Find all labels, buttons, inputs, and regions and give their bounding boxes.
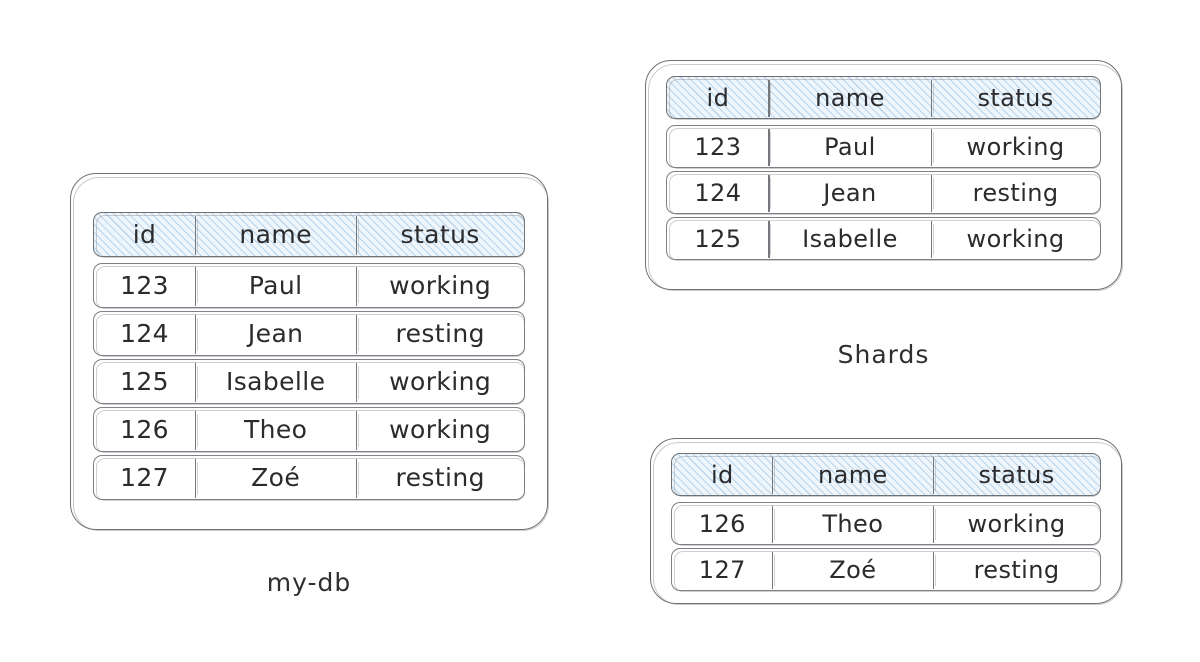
- cell-name: Paul: [194, 264, 356, 307]
- shard-2-table: id name status 126 Theo working 127 Zoé …: [651, 439, 1121, 592]
- cell-name: Isabelle: [768, 218, 931, 259]
- cell-status: working: [932, 503, 1100, 544]
- cell-name: Jean: [194, 312, 356, 355]
- table-row: 126 Theo working: [671, 502, 1101, 546]
- table-row: 127 Zoé resting: [671, 548, 1101, 592]
- cell-id: 126: [698, 509, 746, 538]
- column-header-status: status: [932, 454, 1100, 495]
- cell-name: Zoé: [772, 549, 934, 590]
- main-database-caption: my-db: [266, 568, 352, 597]
- cell-id: 124: [120, 319, 169, 348]
- table-row: 124 Jean resting: [93, 311, 525, 357]
- column-header-status: status: [355, 213, 524, 256]
- column-header-name: name: [194, 213, 356, 256]
- cell-name: Theo: [194, 408, 356, 451]
- table-header-row: id name status: [93, 212, 525, 258]
- cell-status: working: [930, 126, 1100, 167]
- cell-id: 127: [120, 463, 169, 492]
- column-header-name: name: [772, 454, 934, 495]
- cell-status: working: [930, 218, 1100, 259]
- cell-id: 125: [120, 367, 169, 396]
- cell-status: resting: [932, 549, 1100, 590]
- table-row: 123 Paul working: [93, 263, 525, 309]
- cell-name: Theo: [772, 503, 934, 544]
- table-row: 126 Theo working: [93, 407, 525, 453]
- column-header-status: status: [930, 77, 1100, 118]
- cell-status: working: [355, 360, 524, 403]
- cell-id: 125: [694, 224, 742, 253]
- cell-status: working: [355, 408, 524, 451]
- cell-id: 123: [120, 271, 169, 300]
- cell-name: Isabelle: [194, 360, 356, 403]
- cell-status: working: [355, 264, 524, 307]
- shard-1-container: id name status 123 Paul working 124 Jean…: [645, 60, 1123, 291]
- table-row: 123 Paul working: [666, 125, 1101, 169]
- shards-caption: Shards: [837, 340, 930, 369]
- table-row: 125 Isabelle working: [666, 217, 1101, 261]
- column-header-name: name: [768, 77, 931, 118]
- cell-status: resting: [930, 172, 1100, 213]
- cell-status: resting: [355, 312, 524, 355]
- table-row: 124 Jean resting: [666, 171, 1101, 215]
- table-header-row: id name status: [671, 453, 1101, 497]
- main-database-container: id name status 123 Paul working 124 Jean…: [70, 173, 549, 531]
- cell-status: resting: [355, 456, 524, 499]
- cell-name: Paul: [768, 126, 931, 167]
- table-header-row: id name status: [666, 76, 1101, 120]
- shard-2-container: id name status 126 Theo working 127 Zoé …: [650, 438, 1123, 605]
- column-header-id: id: [706, 83, 730, 112]
- shard-1-table: id name status 123 Paul working 124 Jean…: [646, 61, 1121, 261]
- table-row: 127 Zoé resting: [93, 455, 525, 501]
- table-row: 125 Isabelle working: [93, 359, 525, 405]
- column-header-id: id: [132, 220, 157, 249]
- main-database-table: id name status 123 Paul working 124 Jean…: [71, 174, 547, 501]
- cell-id: 124: [694, 178, 742, 207]
- cell-id: 127: [698, 555, 746, 584]
- column-header-id: id: [710, 460, 734, 489]
- cell-name: Jean: [768, 172, 931, 213]
- cell-id: 123: [694, 132, 742, 161]
- cell-id: 126: [120, 415, 169, 444]
- cell-name: Zoé: [194, 456, 356, 499]
